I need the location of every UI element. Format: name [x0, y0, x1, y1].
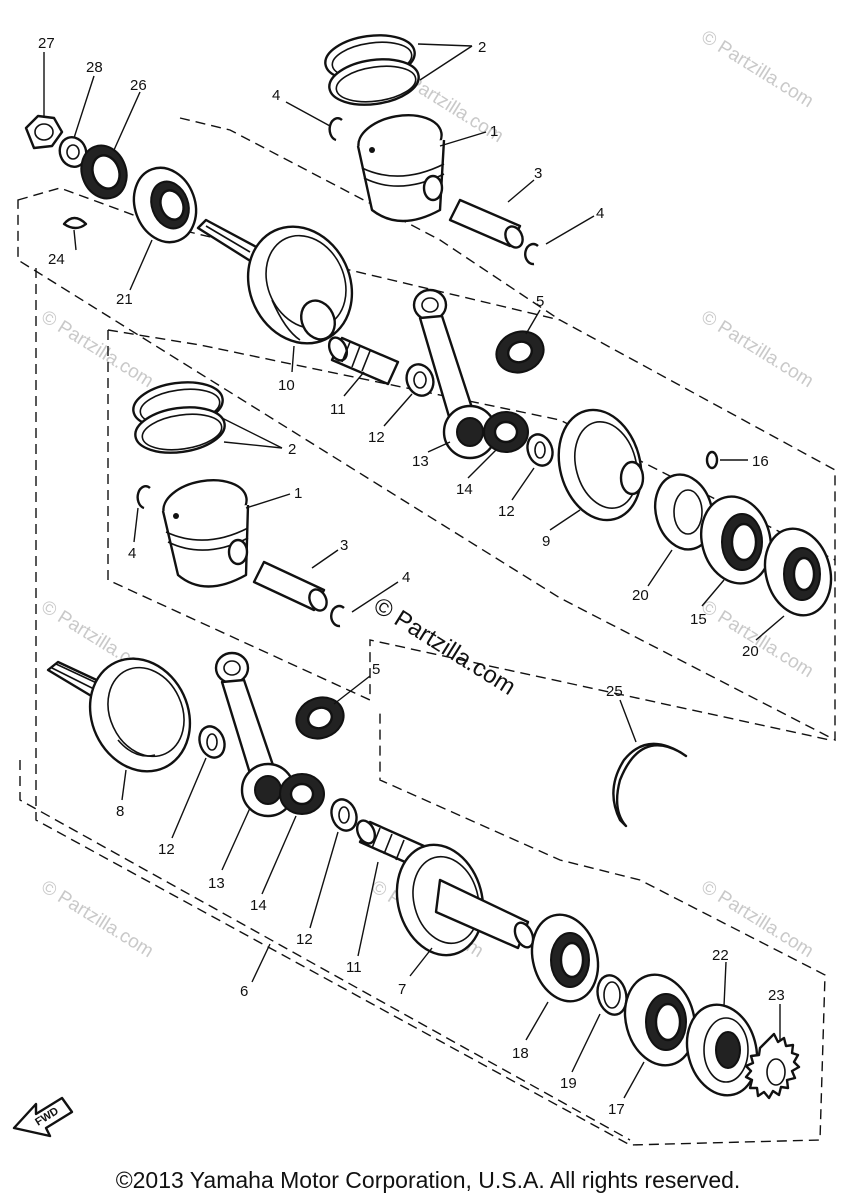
callout-14: 14: [456, 481, 473, 498]
part-23-gear: [744, 1032, 801, 1100]
part-25-c-ring: [612, 742, 688, 828]
callout-11: 11: [346, 959, 362, 976]
part-10-crank-half: [196, 218, 354, 345]
callout-13: 13: [412, 453, 429, 470]
callout-13: 13: [208, 875, 225, 892]
fwd-arrow-icon: FWD: [12, 1096, 74, 1138]
callout-4: 4: [596, 205, 604, 222]
part-11-crank-pin: [327, 336, 400, 386]
part-13-connecting-rod: [412, 288, 498, 460]
part-15-bearing: [700, 495, 772, 585]
callouts: 27 28 26 24 21 2 4 1 3 4 10 11 12 5 13 1…: [38, 35, 785, 1118]
part-3-piston-pin: [252, 560, 328, 612]
callout-8: 8: [116, 803, 124, 820]
outline-bottom-left: [19, 760, 631, 1141]
part-12-thrust-washer: [405, 363, 435, 397]
callout-20: 20: [742, 643, 759, 660]
callout-27: 27: [38, 35, 55, 52]
part-22-oil-seal: [685, 1003, 759, 1097]
callout-11: 11: [330, 401, 346, 418]
callout-26: 26: [130, 77, 147, 94]
part-19-circlip: [596, 974, 628, 1016]
part-8-crank-half: [46, 657, 192, 773]
part-2-piston-rings-top: [324, 34, 420, 106]
callout-2: 2: [478, 39, 486, 56]
outline-top-bracket: [179, 117, 561, 321]
callout-18: 18: [512, 1045, 529, 1062]
callout-14: 14: [250, 897, 267, 914]
part-24-woodruff-key: [62, 216, 88, 230]
outline-crankshaft-set: [35, 268, 826, 1146]
part-5-needle-bearing: [495, 330, 545, 374]
callout-25: 25: [606, 683, 623, 700]
callout-9: 9: [542, 533, 550, 550]
part-1-piston-top: [356, 114, 446, 223]
callout-19: 19: [560, 1075, 577, 1092]
copyright-notice: ©2013 Yamaha Motor Corporation, U.S.A. A…: [115, 1167, 741, 1193]
watermark: © Partzilla.com: [697, 26, 817, 112]
callout-24: 24: [48, 251, 65, 268]
watermark-center: © Partzilla.com: [369, 592, 520, 701]
part-16-dowel-pin: [705, 450, 719, 470]
callout-4: 4: [128, 545, 136, 562]
callout-20: 20: [632, 587, 649, 604]
outline-inner-set: [107, 330, 831, 741]
callout-4: 4: [402, 569, 410, 586]
part-17-bearing: [623, 973, 697, 1067]
part-13-connecting-rod: [214, 651, 296, 818]
callout-23: 23: [768, 987, 785, 1004]
crankshaft-exploded-diagram: © Partzilla.com © Partzilla.com © Partzi…: [12, 26, 836, 1146]
leader-lines: [43, 43, 785, 1099]
callout-1: 1: [490, 123, 498, 140]
callout-17: 17: [608, 1101, 625, 1118]
callout-12: 12: [368, 429, 385, 446]
callout-1: 1: [294, 485, 302, 502]
part-4-circlip: [330, 604, 345, 628]
callout-12: 12: [158, 841, 175, 858]
watermark: © Partzilla.com: [697, 306, 817, 392]
callout-7: 7: [398, 981, 406, 998]
part-12-thrust-washer: [526, 433, 554, 467]
callout-5: 5: [536, 293, 544, 310]
part-5-needle-bearing: [295, 696, 345, 740]
part-4-circlip: [136, 485, 151, 510]
callout-4: 4: [272, 87, 280, 104]
part-14-needle-bearing: [279, 773, 325, 815]
callout-3: 3: [340, 537, 348, 554]
part-1-piston-bottom: [161, 479, 250, 588]
part-26-oil-seal: [80, 144, 128, 200]
callout-15: 15: [690, 611, 707, 628]
part-27-nut: [24, 114, 64, 150]
watermark: © Partzilla.com: [37, 306, 157, 392]
callout-6: 6: [240, 983, 248, 1000]
callout-10: 10: [278, 377, 295, 394]
callout-3: 3: [534, 165, 542, 182]
callout-28: 28: [86, 59, 103, 76]
part-4-circlip: [524, 242, 539, 266]
callout-22: 22: [712, 947, 729, 964]
callout-12: 12: [498, 503, 515, 520]
watermark: © Partzilla.com: [37, 876, 157, 962]
part-20-bearing: [763, 527, 833, 617]
callout-5: 5: [372, 661, 380, 678]
part-9-crank-web: [557, 408, 645, 522]
part-3-piston-pin: [448, 198, 524, 249]
part-12-thrust-washer: [330, 798, 358, 832]
part-2-piston-rings-bottom: [132, 381, 226, 454]
part-14-needle-bearing: [483, 411, 529, 453]
part-4-circlip: [328, 117, 343, 142]
part-18-bearing: [530, 913, 600, 1003]
callout-12: 12: [296, 931, 313, 948]
callout-16: 16: [752, 453, 769, 470]
part-12-thrust-washer: [198, 725, 226, 759]
part-28-washer: [58, 136, 88, 168]
part-21-bearing: [132, 166, 198, 244]
callout-2: 2: [288, 441, 296, 458]
part-7-crank-half: [395, 843, 535, 957]
part-20-oil-seal: [654, 473, 714, 551]
callout-21: 21: [116, 291, 133, 308]
